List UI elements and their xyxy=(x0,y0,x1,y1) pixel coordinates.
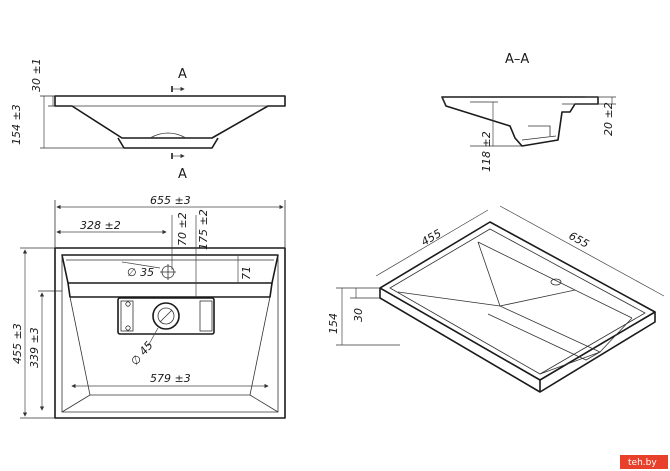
section-cut-label-top: A xyxy=(178,67,187,82)
front-view: A A 30 ±1 154 ±3 xyxy=(10,58,286,182)
dim-tap-x: 328 ±2 xyxy=(80,219,121,232)
dim-front-height: 30 ±1 xyxy=(30,58,43,92)
top-view: 655 ±3 328 ±2 70 ±2 175 ±2 ∅ 35 71 455 ±… xyxy=(11,194,286,419)
dim-bowl-depth: 339 ±3 xyxy=(28,327,41,368)
dim-width: 655 ±3 xyxy=(150,194,191,207)
watermark-text: teh.by xyxy=(628,458,657,468)
watermark: teh.by xyxy=(620,455,668,469)
dim-iso-depth: 455 xyxy=(419,227,444,249)
dim-shelf: 71 xyxy=(240,266,253,280)
dim-drain-dia: ∅ 45 xyxy=(128,339,155,368)
dim-front-total: 154 ±3 xyxy=(10,104,23,145)
dim-bowl-width: 579 ±3 xyxy=(150,372,191,385)
dim-tap-y: 70 ±2 xyxy=(176,212,189,246)
dim-bowl-y: 175 ±2 xyxy=(197,209,210,250)
dim-tap-dia: ∅ 35 xyxy=(127,266,154,279)
watermark-badge xyxy=(620,455,668,469)
section-view: A–A 20 ±2 118 ±2 xyxy=(441,52,616,172)
isometric-view: 455 655 154 30 xyxy=(327,205,665,393)
dim-depth: 455 ±3 xyxy=(11,323,24,364)
dim-section-rim: 20 ±2 xyxy=(602,102,615,136)
dim-iso-width: 655 xyxy=(567,229,592,251)
section-title: A–A xyxy=(505,52,529,67)
dim-section-drain: 118 ±2 xyxy=(480,131,493,172)
dim-iso-rim: 30 xyxy=(352,308,365,322)
dim-iso-height: 154 xyxy=(327,313,340,334)
section-cut-label-bottom: A xyxy=(178,167,187,182)
